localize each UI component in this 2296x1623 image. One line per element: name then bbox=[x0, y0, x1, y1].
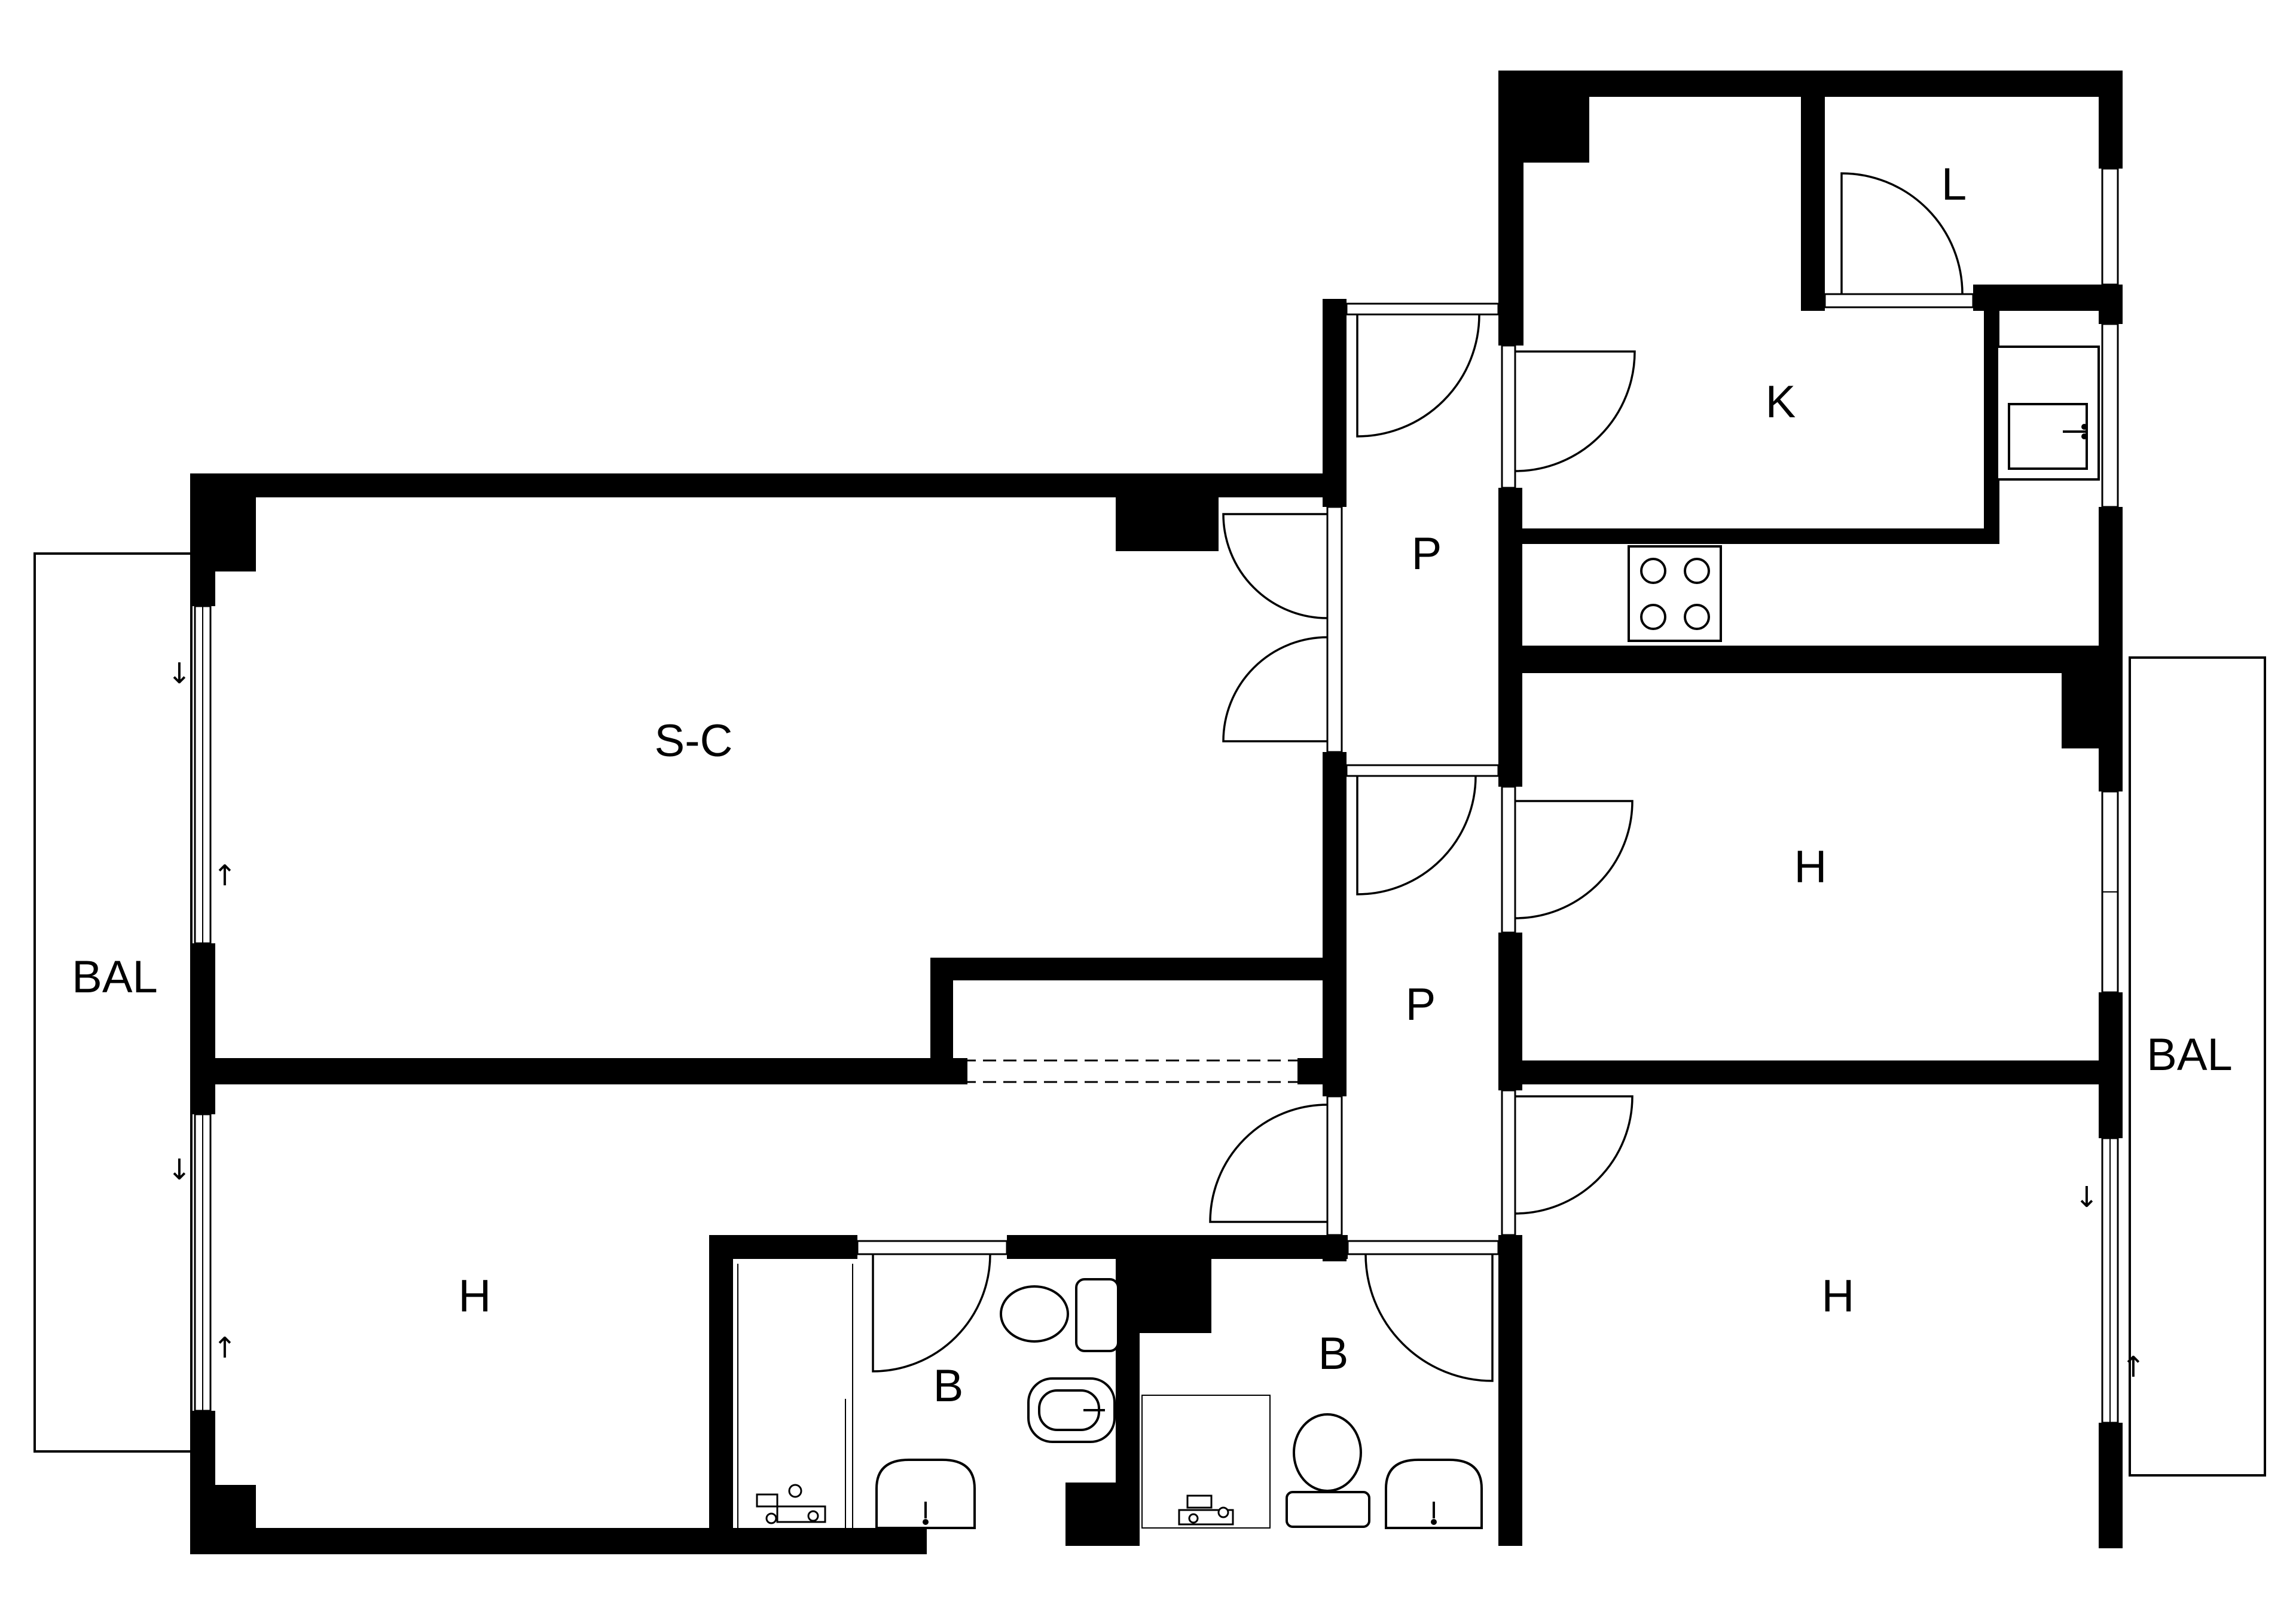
wall-kitchen-top bbox=[1498, 71, 2123, 97]
room-label-kitchen: K bbox=[1766, 377, 1796, 427]
wall-sc-bottom-right bbox=[1297, 1058, 1347, 1084]
partitions bbox=[737, 1059, 1297, 1529]
shower-mid-icon bbox=[1178, 1494, 1234, 1526]
kitchen-sink-icon bbox=[1996, 346, 2100, 481]
door-bath-mid-frame bbox=[1347, 1240, 1500, 1255]
door-kitchen bbox=[1515, 350, 1636, 472]
wall-west-mid bbox=[190, 943, 215, 1114]
door-corridor-mid-frame bbox=[1345, 764, 1500, 777]
room-label-p-mid: P bbox=[1406, 979, 1436, 1030]
windows bbox=[194, 167, 2119, 1424]
wall-bath-sw-pier bbox=[1065, 1483, 1140, 1546]
window-east-laundry bbox=[2101, 167, 2119, 286]
room-label-p-top: P bbox=[1412, 528, 1442, 579]
room-label-laundry: L bbox=[1941, 159, 1967, 210]
washbasin-icon bbox=[875, 1459, 976, 1529]
arrow-up-icon: ↑ bbox=[2121, 1350, 2145, 1384]
door-laundry bbox=[1840, 172, 1964, 295]
room-label-h-right-bottom: H bbox=[1822, 1271, 1855, 1322]
wall-east-mid bbox=[2099, 285, 2123, 324]
sliding-arrows: ↓ ↑ ↓ ↑ ↓ ↑ bbox=[167, 657, 2145, 1384]
door-corridor-mid bbox=[1356, 775, 1477, 895]
wall-east-bottom bbox=[2099, 1423, 2123, 1548]
wall-east-h-mid bbox=[2099, 992, 2123, 1138]
arrow-down-icon: ↓ bbox=[167, 1153, 191, 1187]
wall-east-top bbox=[2099, 71, 2123, 169]
door-sc-frame bbox=[1326, 506, 1343, 753]
wall-storage-top bbox=[930, 958, 1347, 980]
wall-corridor-left-mid bbox=[1323, 752, 1347, 1096]
washbasin-mid-icon bbox=[1385, 1459, 1483, 1529]
wall-kitchen-bottom bbox=[1498, 646, 2123, 673]
room-label-b-mid: B bbox=[1318, 1328, 1349, 1379]
doors bbox=[856, 172, 1974, 1382]
wall-sc-ne-pier bbox=[1116, 473, 1219, 551]
wall-bath-top-left bbox=[709, 1235, 857, 1259]
walls bbox=[190, 71, 2123, 1554]
wall-laundry-left bbox=[1801, 94, 1825, 311]
room-label-bal-left: BAL bbox=[72, 952, 158, 1002]
arrow-down-icon: ↓ bbox=[167, 657, 191, 690]
door-corridor-top bbox=[1356, 314, 1480, 438]
wall-sc-bottom bbox=[190, 1058, 967, 1084]
arrow-down-icon: ↓ bbox=[2075, 1181, 2099, 1214]
toilet-icon bbox=[1000, 1278, 1119, 1352]
fixtures bbox=[756, 346, 2100, 1529]
wall-bath-divider-pier bbox=[1116, 1235, 1211, 1333]
shower-icon bbox=[756, 1484, 826, 1524]
window-east-kitchen bbox=[2101, 323, 2119, 508]
balconies bbox=[33, 552, 2266, 1477]
wall-corridor-left-top bbox=[1323, 299, 1347, 507]
room-label-b-left: B bbox=[933, 1361, 964, 1411]
bidet-icon bbox=[1027, 1377, 1116, 1443]
stove-icon bbox=[1628, 545, 1722, 642]
room-labels: S-C BAL BAL P P K L H H H B B bbox=[72, 159, 2233, 1411]
door-h-left bbox=[1209, 1104, 1328, 1223]
toilet-mid-icon bbox=[1286, 1413, 1370, 1528]
wall-south bbox=[190, 1528, 927, 1554]
door-h-right-bottom bbox=[1515, 1095, 1634, 1215]
door-corridor-top-frame bbox=[1345, 302, 1500, 316]
wall-kitchen-lower-left bbox=[1498, 488, 1522, 673]
arrow-up-icon: ↑ bbox=[213, 1331, 237, 1365]
wall-storage-left bbox=[930, 958, 953, 1084]
door-bath-left-frame bbox=[856, 1240, 1008, 1255]
wall-h-right-divider bbox=[1498, 1060, 2123, 1084]
wall-corridor-right-c bbox=[1498, 1235, 1522, 1546]
door-bath-left bbox=[872, 1254, 991, 1373]
door-laundry-frame bbox=[1824, 293, 1974, 308]
room-label-sc: S-C bbox=[655, 716, 733, 766]
door-h-right-top-frame bbox=[1501, 785, 1516, 934]
door-h-left-frame bbox=[1326, 1095, 1343, 1236]
wall-bath-left bbox=[709, 1235, 733, 1546]
wall-sc-left-upper bbox=[190, 473, 215, 606]
door-bath-mid bbox=[1364, 1254, 1494, 1382]
door-h-right-top bbox=[1515, 800, 1634, 919]
door-sc-lower bbox=[1222, 636, 1328, 742]
partition-bath-mid-box bbox=[1141, 1395, 1271, 1529]
room-label-h-left-bottom: H bbox=[459, 1271, 491, 1322]
room-label-h-right-top: H bbox=[1794, 842, 1827, 893]
wall-corridor-right-a bbox=[1498, 646, 1522, 787]
door-kitchen-frame bbox=[1501, 344, 1516, 489]
door-sc-upper bbox=[1222, 513, 1328, 619]
arrow-up-icon: ↑ bbox=[213, 859, 237, 893]
wall-kitchen-nw-pier bbox=[1498, 71, 1589, 163]
room-label-bal-right: BAL bbox=[2147, 1029, 2233, 1080]
balcony-right bbox=[2129, 656, 2266, 1477]
wall-east-h-top bbox=[2099, 646, 2123, 791]
wall-kitchen-step-bottom bbox=[1498, 528, 1999, 544]
door-h-right-bottom-frame bbox=[1501, 1089, 1516, 1236]
